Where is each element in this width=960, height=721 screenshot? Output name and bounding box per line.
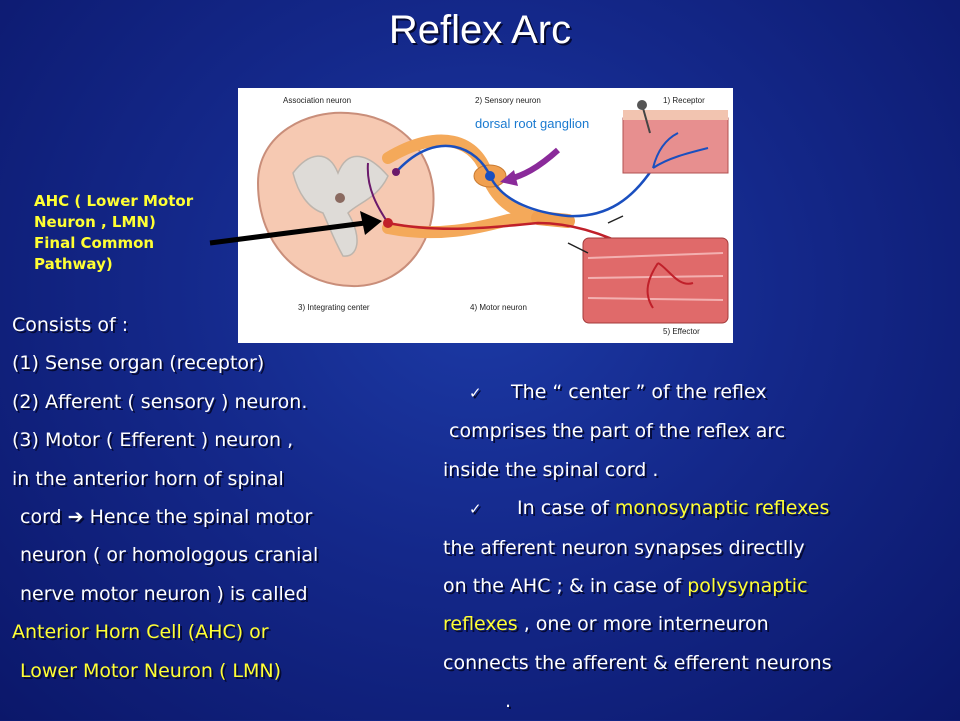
text-line: cord ➔ Hence the spinal motor: [20, 506, 313, 529]
reflexes-highlight: reflexes: [443, 613, 518, 636]
receptor-label: 1) Receptor: [663, 96, 705, 105]
effector-label: 5) Effector: [663, 327, 700, 336]
text-line: (2) Afferent ( sensory ) neuron.: [12, 390, 308, 413]
ahc-callout-line: Pathway): [34, 255, 113, 273]
text-line: comprises the part of the reflex arc: [449, 420, 786, 443]
text-line: In case of: [517, 497, 615, 520]
checkmark-icon: ✓: [469, 500, 482, 519]
text-line: .: [505, 690, 512, 713]
text-line: on the AHC ; & in case of: [443, 575, 688, 598]
motor-neuron-label: 4) Motor neuron: [470, 303, 527, 312]
ahc-callout-line: AHC ( Lower Motor: [34, 192, 194, 210]
text-line-highlight: Anterior Horn Cell (AHC) or: [12, 621, 269, 644]
consists-heading: Consists of :: [12, 314, 129, 336]
effector-illustration: [582, 237, 729, 324]
integrating-center-label: 3) Integrating center: [298, 303, 370, 312]
checkmark-icon: ✓: [469, 384, 482, 402]
text-line: neuron ( or homologous cranial: [20, 544, 319, 567]
reflex-center-text-block: ✓ The “ center ” of the reflex comprises…: [443, 373, 960, 721]
sensory-neuron-path: [397, 144, 655, 218]
text-line: the afferent neuron synapses directlly: [443, 536, 805, 559]
ahc-pointer-arrow: [209, 211, 382, 246]
consists-of-text-block: Consists of : (1) Sense organ (receptor)…: [12, 306, 432, 690]
text-line: (1) Sense organ (receptor): [12, 352, 265, 375]
text-line: nerve motor neuron ) is called: [20, 582, 308, 605]
text-line: The “ center ” of the reflex: [511, 381, 767, 403]
text-line: inside the spinal cord .: [443, 458, 659, 481]
spinal-cord-illustration: [256, 111, 435, 288]
receptor-illustration: [622, 100, 729, 174]
text-line: , one or more interneuron: [517, 613, 769, 636]
dorsal-root-ganglion-label: dorsal root ganglion: [475, 116, 589, 131]
text-line-highlight: Lower Motor Neuron ( LMN): [20, 659, 281, 682]
text-line: (3) Motor ( Efferent ) neuron ,: [12, 429, 294, 452]
text-line: in the anterior horn of spinal: [12, 467, 284, 490]
ahc-callout-line: Final Common: [34, 234, 155, 252]
polysynaptic-highlight: polysynaptic: [687, 575, 808, 598]
association-neuron-label: Association neuron: [283, 96, 351, 105]
reflex-arc-diagram: Association neuron 2) Sensory neuron dor…: [238, 88, 733, 343]
slide-title: Reflex Arc: [388, 8, 572, 52]
sensory-neuron-label: 2) Sensory neuron: [475, 96, 541, 105]
ahc-callout: AHC ( Lower Motor Neuron , LMN) Final Co…: [34, 191, 244, 275]
ahc-callout-line: Neuron , LMN): [34, 213, 156, 231]
monosynaptic-highlight: monosynaptic reflexes: [614, 497, 830, 520]
text-line: connects the afferent & efferent neurons: [443, 651, 832, 674]
